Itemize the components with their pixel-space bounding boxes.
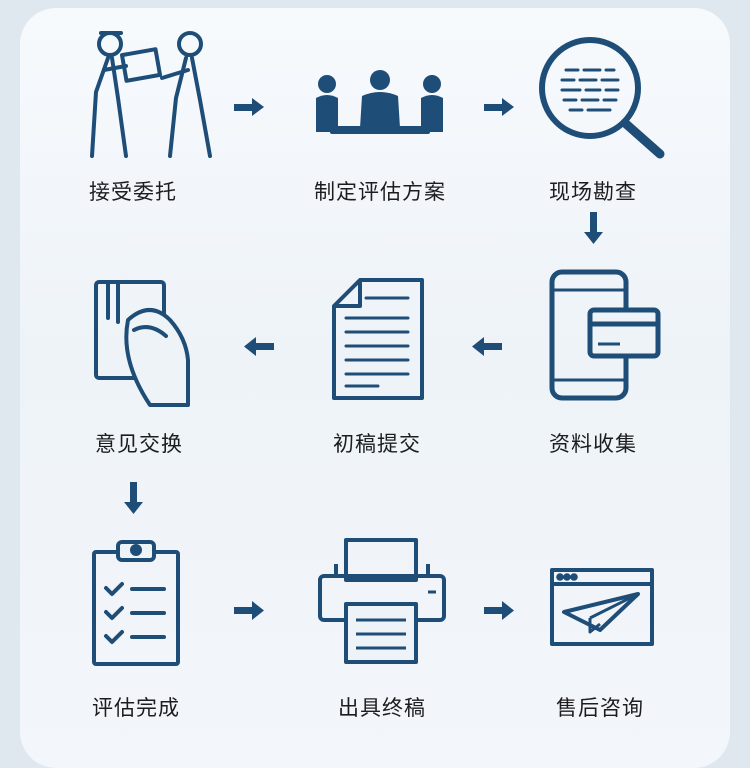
document-icon (332, 278, 424, 400)
arrow-left-2 (472, 337, 502, 356)
arrow-left-1 (244, 337, 274, 356)
arrow-down-2 (124, 482, 143, 514)
step-label-7: 评估完成 (92, 696, 180, 720)
arrow-down-1 (584, 212, 603, 244)
magnifier-icon (539, 37, 665, 159)
checklist-clipboard-icon (92, 540, 180, 666)
step-label-9: 售后咨询 (556, 696, 644, 720)
hand-card-icon (94, 280, 190, 407)
step-label-8: 出具终稿 (338, 696, 426, 720)
arrow-right-2 (484, 98, 514, 116)
step-label-5: 初稿提交 (333, 432, 421, 456)
printer-icon (318, 538, 446, 664)
step-label-2: 制定评估方案 (314, 180, 446, 204)
arrow-right-4 (484, 601, 514, 620)
step-label-6: 意见交换 (95, 432, 183, 456)
arrow-right-3 (234, 601, 264, 620)
step-label-4: 资料收集 (549, 432, 637, 456)
paper-plane-window-icon (550, 568, 654, 646)
step-label-3: 现场勘查 (549, 180, 637, 204)
arrow-right-1 (234, 98, 264, 116)
phone-card-icon (549, 269, 661, 401)
handover-box-icon (90, 31, 212, 158)
team-meeting-icon (316, 70, 443, 134)
step-label-1: 接受委托 (89, 180, 177, 204)
flow-canvas (90, 31, 665, 666)
